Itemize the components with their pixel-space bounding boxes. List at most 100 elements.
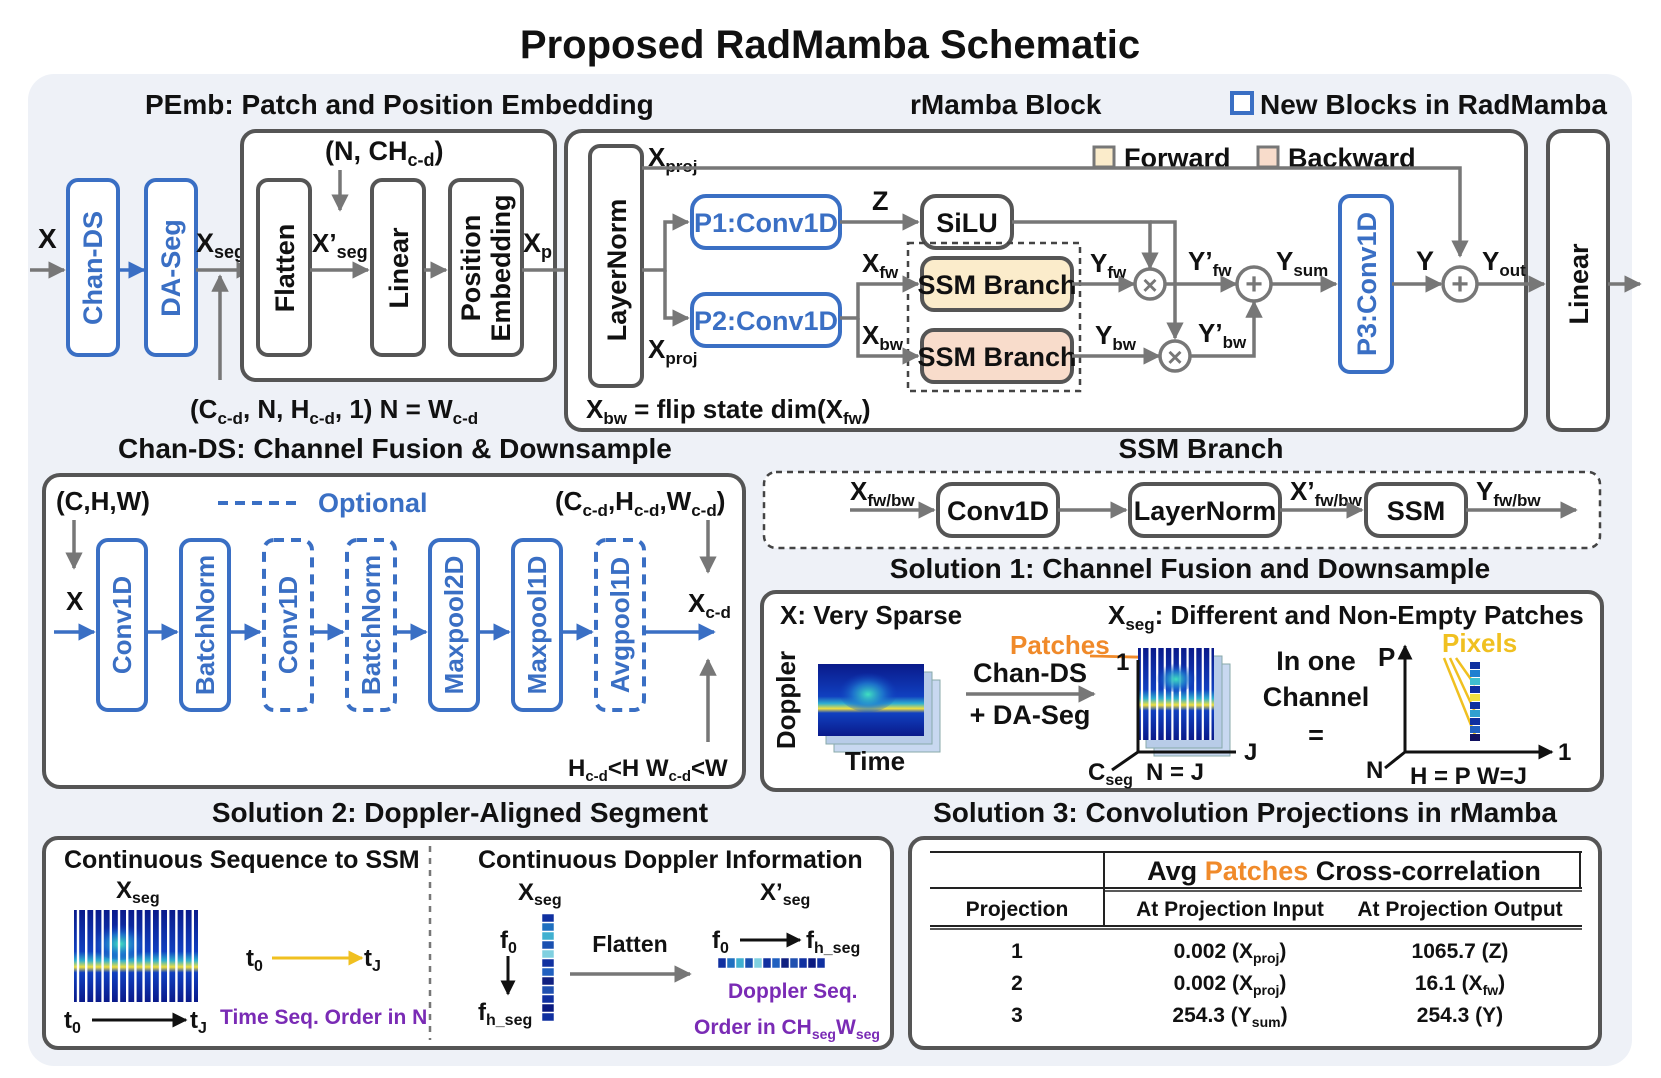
position-embedding-block [448, 178, 524, 357]
equals-label: = [1308, 720, 1324, 750]
input-x: X [38, 223, 57, 254]
legend-new-swatch [1230, 91, 1254, 115]
pixel-column [1470, 662, 1480, 741]
p2-conv1d-block [690, 292, 842, 348]
row-input: 254.3 (Ysum) [1172, 1004, 1287, 1030]
n-ch-label: (N, CHc-d) [325, 136, 444, 170]
shape-note: (Cc-d, N, Hc-d, 1) N = Wc-d [190, 394, 478, 428]
y-label: Y [1416, 246, 1434, 276]
chan-ds-op: Chan-DS [973, 658, 1087, 688]
row-output: 254.3 (Y) [1417, 1004, 1503, 1027]
ssm-label: SSM [1387, 496, 1446, 526]
seg-strips [74, 910, 198, 1002]
flatten-label: Flatten [270, 224, 300, 313]
p2-label: P2:Conv1D [694, 306, 838, 336]
channel-label: Channel [1263, 682, 1370, 712]
x-proj-bottom: Xproj [648, 334, 697, 368]
doppler-row-cell [789, 957, 799, 969]
f0-right: f0 [712, 927, 729, 957]
row-input: 0.002 (Xproj) [1174, 940, 1287, 966]
layernorm-label: LayerNorm [602, 199, 632, 342]
ssm-in-label: Xfw/bw [850, 476, 915, 510]
tj-right: tJ [364, 945, 381, 975]
row-projection: 1 [1011, 940, 1023, 963]
embedding-label: Embedding [486, 195, 516, 342]
time-order-label: Time Seq. Order in N [220, 1006, 427, 1029]
pixels-label: Pixels [1442, 628, 1517, 658]
chan-ds-title: Chan-DS: Channel Fusion & Downsample [118, 433, 672, 464]
arrow-ln-p1 [642, 213, 690, 272]
n-axis-label: N [1366, 757, 1383, 784]
chan-ds-block-6 [511, 538, 563, 712]
doppler-row-cell [735, 957, 745, 969]
doppler-cell [541, 931, 555, 941]
doppler-row-cell [798, 957, 808, 969]
xseg-description: Xseg: Different and Non-Empty Patches [1108, 600, 1584, 634]
pixel-cell [1470, 662, 1480, 669]
pixel-cell [1470, 694, 1480, 701]
row-output: 16.1 (Xfw) [1415, 972, 1505, 998]
chan-ds-output: Xc-d [688, 588, 731, 622]
final-linear-label: Linear [1564, 243, 1594, 325]
doppler-cell [541, 949, 555, 959]
doppler-cell [541, 1003, 555, 1013]
patch-signal [1156, 660, 1196, 692]
sol2-xpseg: X’seg [760, 879, 810, 909]
chan-ds-label: Chan-DS [78, 211, 108, 325]
col-output: At Projection Output [1357, 898, 1562, 921]
ssm-conv1d-label: Conv1D [947, 496, 1049, 526]
doppler-seq-label: Doppler Seq. [728, 980, 858, 1003]
linear-label: Linear [384, 227, 414, 309]
doppler-cell [541, 940, 555, 950]
y-bw-label: Ybw [1095, 320, 1137, 354]
pixel-cell [1470, 670, 1480, 677]
p1-label: P1:Conv1D [694, 208, 838, 238]
x-proj-top: Xproj [648, 142, 697, 176]
multiply-forward-sign: × [1142, 270, 1157, 300]
pixel-cell [1470, 710, 1480, 717]
pixel-axis-depth [1384, 750, 1406, 770]
f0-left: f0 [500, 927, 517, 957]
fh-left: fh_seg [478, 999, 532, 1029]
p-label: P [1378, 642, 1395, 672]
solution2-panel [42, 836, 894, 1050]
page-title: Proposed RadMamba Schematic [520, 23, 1140, 67]
y-prime-bw-label: Y’bw [1198, 318, 1247, 352]
doppler-cell [541, 976, 555, 986]
chan-ds-condition: Hc-d<H Wc-d<W [568, 755, 728, 785]
da-seg-block [144, 178, 198, 357]
arrow-residual [642, 166, 1469, 258]
legend-forward-swatch [1092, 145, 1116, 169]
chan-ds-block-5 [428, 538, 480, 712]
row-input: 0.002 (Xproj) [1174, 972, 1287, 998]
pemb-title: PEmb: Patch and Position Embedding [145, 89, 654, 120]
doppler-cell [541, 1012, 555, 1022]
h-eq-label: H = P W=J [1410, 763, 1527, 790]
ssm-dashed-group [906, 241, 1082, 393]
doppler-cell [541, 958, 555, 968]
pixel-cell [1470, 702, 1480, 709]
row-output: 1065.7 (Z) [1412, 940, 1509, 963]
doppler-row-cell [816, 957, 826, 969]
continuous-seq-title: Continuous Sequence to SSM [64, 846, 420, 874]
doppler-row-cell [726, 957, 736, 969]
order-label: Order in CHsegWseg [694, 1016, 880, 1042]
ssm-layernorm-label: LayerNorm [1134, 496, 1277, 526]
doppler-cell [541, 994, 555, 1004]
chan-ds-block-label-1: Conv1D [107, 576, 137, 674]
doppler-row [717, 957, 826, 969]
chan-ds-input: X [66, 586, 84, 616]
doppler-row-cell [744, 957, 754, 969]
ssm-out-label: Yfw/bw [1476, 476, 1541, 510]
doppler-cell [541, 985, 555, 995]
layernorm-block [588, 144, 644, 388]
flip-note: Xbw = flip state dim(Xfw) [586, 394, 871, 428]
linear-block [370, 178, 426, 357]
chan-ds-block-1 [96, 538, 148, 712]
doppler-cell [541, 967, 555, 977]
col-projection: Projection [966, 898, 1069, 921]
tj-bottom: tJ [190, 1007, 207, 1037]
doppler-row-cell [771, 957, 781, 969]
